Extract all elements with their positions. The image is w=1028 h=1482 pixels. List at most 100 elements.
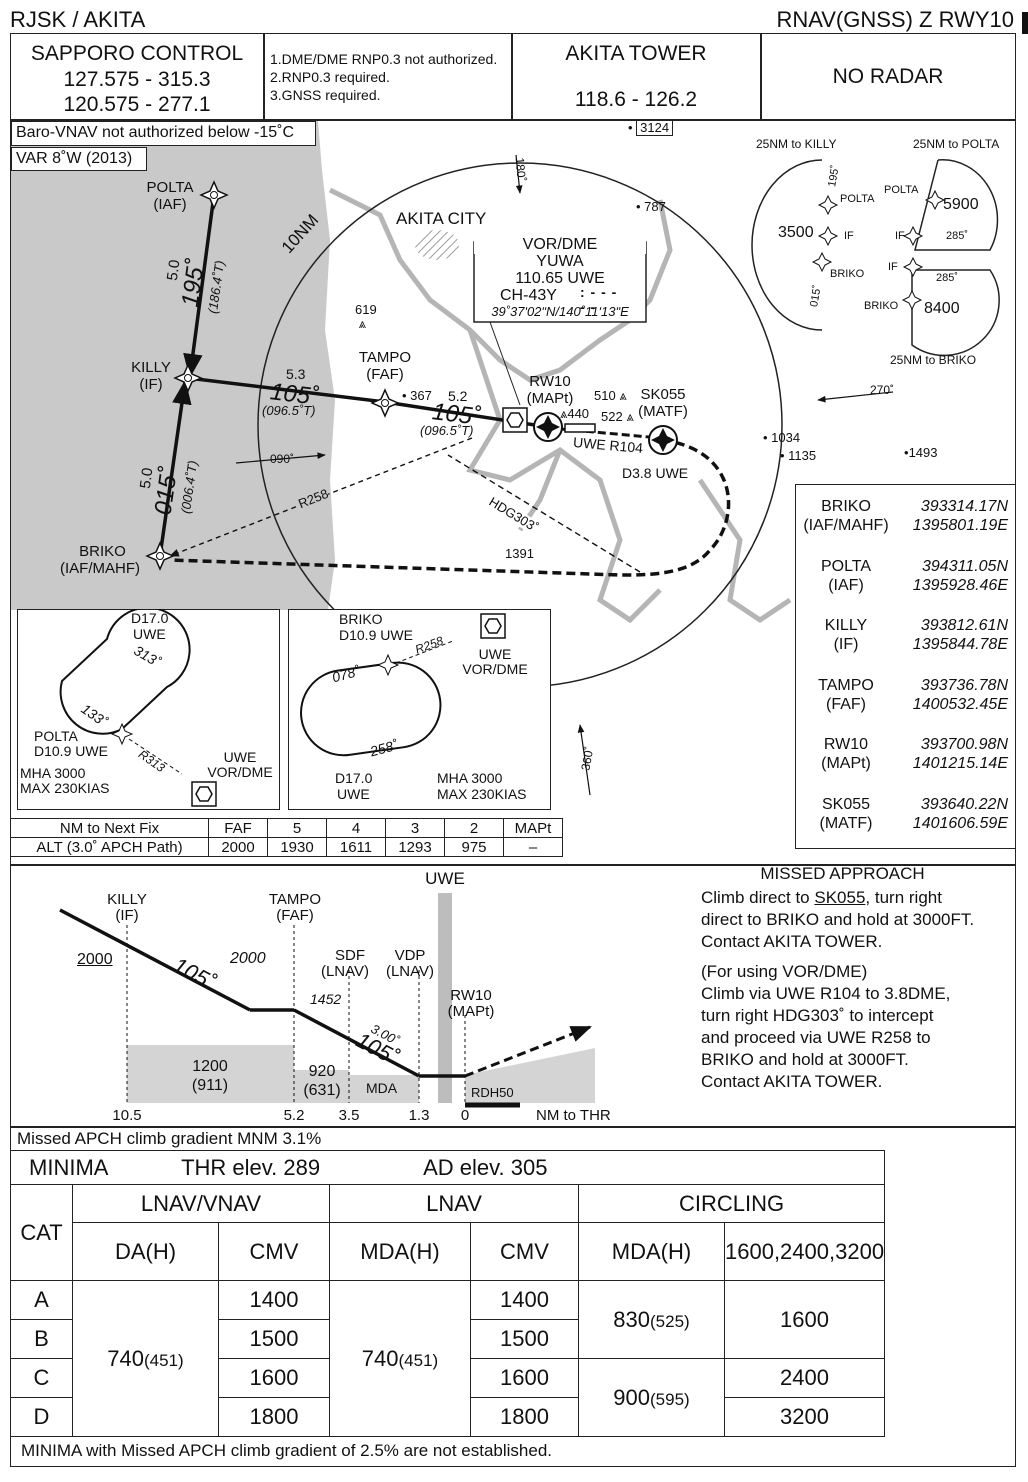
- bearing-180: 180˚: [512, 156, 529, 183]
- msa-alt-3500: 3500: [778, 224, 814, 241]
- waypoint-role: (MAPt): [821, 755, 871, 772]
- morse-code: : - - -- -: [580, 284, 618, 316]
- waypoint-coords-box: [795, 484, 1016, 849]
- msa-alt-5900: 5900: [943, 196, 979, 213]
- waypoint-lat: 393736.78N: [920, 676, 1008, 694]
- baro-note: Baro-VNAV not authorized below -15˚C: [16, 124, 295, 141]
- lnav-cmv: 1400: [470, 1280, 579, 1320]
- waypoint-killy: [173, 363, 203, 393]
- waypoint-lat: 393812.61N: [920, 617, 1008, 634]
- spot-510: 510 ⩓: [594, 388, 627, 403]
- waypoint-polta: [199, 180, 229, 210]
- profile-rw10-role: (MAPt): [447, 1003, 495, 1020]
- profile-graphics: [59, 893, 595, 1108]
- baro-note-box: [11, 121, 316, 146]
- lnav-cmv: 1600: [470, 1358, 579, 1398]
- missed-p2-l6: Contact AKITA TOWER.: [701, 1072, 883, 1091]
- circling-header: CIRCLING: [577, 1184, 886, 1223]
- cat-a: A: [10, 1280, 73, 1320]
- var-note: VAR 8˚W (2013): [16, 150, 133, 167]
- hold1-uwe: UWE: [133, 626, 166, 642]
- comms-divider: [511, 33, 513, 120]
- comms-divider: [760, 33, 762, 120]
- minima-footer: MINIMA with Missed APCH climb gradient o…: [21, 1441, 553, 1460]
- dist-35: 3.5: [338, 1107, 360, 1124]
- waypoint-lon: 1401215.14E: [912, 755, 1008, 772]
- hold1-vor1: UWE: [223, 749, 257, 765]
- ad-elev: AD elev. 305: [423, 1154, 548, 1180]
- alt-head: 3: [385, 818, 445, 838]
- dist-0: 0: [460, 1107, 470, 1124]
- nm-to-thr: NM to THR: [536, 1107, 611, 1124]
- city-label: AKITA CITY: [396, 209, 487, 228]
- profile-obs-1b: (911): [191, 1077, 229, 1094]
- da-header: DA(H): [72, 1222, 219, 1281]
- msa-polta-title: 25NM to POLTA: [913, 137, 1000, 151]
- hold2-max: MAX 230KIAS: [437, 786, 527, 802]
- profile-killy-role: (IF): [115, 907, 139, 924]
- missed-title: MISSED APPROACH: [760, 864, 925, 883]
- note-2: 2.RNP0.3 required.: [270, 69, 390, 85]
- alt-head: MAPt: [503, 818, 563, 838]
- msa-briko-2: BRIKO: [864, 300, 899, 312]
- alt-head: FAF: [208, 818, 268, 838]
- fix-rw10: RW10: [529, 373, 571, 390]
- lnav-cmv: 1800: [470, 1397, 579, 1437]
- hold2-briko: BRIKO: [339, 611, 383, 627]
- mda-header: MDA(H): [329, 1222, 471, 1281]
- sea-area: [11, 121, 335, 610]
- plan-view-graphics: [11, 121, 1000, 796]
- msa-if-2: IF: [895, 230, 905, 242]
- hold1-vor2: VOR/DME: [207, 764, 273, 780]
- cat-b: B: [10, 1319, 73, 1359]
- minima-table: MINIMA THR elev. 289 AD elev. 305 CAT LN…: [9, 1150, 886, 1437]
- leg-tampo-rw-dist: 5.2: [448, 388, 468, 404]
- hold1-max: MAX 230KIAS: [20, 780, 110, 796]
- spot-619: 619 ⩓: [355, 302, 377, 332]
- msa-polta: [914, 159, 999, 251]
- lnav-vnav-cmv: 1800: [218, 1397, 330, 1437]
- hold-inset-polta: [17, 609, 280, 810]
- waypoint-lat: 394311.05N: [922, 557, 1008, 575]
- profile-sdf-sub: (LNAV): [320, 963, 370, 980]
- cmv-header: CMV: [218, 1222, 330, 1281]
- waypoint-role: (IAF): [828, 576, 864, 594]
- fix-tampo-role: (FAF): [366, 366, 404, 383]
- missed-p2-l3: turn right HDG303˚ to intercept: [701, 1006, 934, 1025]
- circling-vis-d: 3200: [723, 1397, 886, 1437]
- msa-if-1: IF: [844, 230, 854, 242]
- fix-polta-role: (IAF): [153, 196, 187, 213]
- waypoint-lon: 1395844.78E: [912, 636, 1008, 653]
- tower-freq: 118.6 - 126.2: [574, 88, 698, 111]
- waypoint-name: POLTA: [820, 557, 872, 575]
- profile-rdh: RDH50: [471, 1085, 514, 1100]
- waypoint-lat: 393314.17N: [920, 498, 1008, 515]
- airport-title: RJSK / AKITA: [10, 7, 146, 32]
- alt-row2-label: ALT (3.0˚ APCH Path): [10, 837, 209, 857]
- alt-value: 1293: [385, 837, 445, 857]
- missed-p1-l1: Climb direct to SK055, turn right: [701, 888, 942, 907]
- spot-367: • 367: [402, 388, 432, 403]
- waypoint-role: (FAF): [826, 695, 866, 713]
- hold-polta-graphics: [59, 609, 217, 807]
- hold2-d17: D17.0: [335, 770, 373, 786]
- alt-head: 4: [326, 818, 386, 838]
- thr-elev: THR elev. 289: [181, 1154, 321, 1180]
- comms-box: [10, 33, 1016, 120]
- cat-d: D: [10, 1397, 73, 1437]
- vor-box-coord: 39˚37ʹ02ʺN/140˚11ʹ13ʺE: [491, 304, 629, 319]
- spot-3124: • 3124: [628, 119, 674, 136]
- lnav-vnav-cmv: 1400: [218, 1280, 330, 1320]
- msa-polta: POLTA: [840, 193, 875, 205]
- hold2-mha: MHA 3000: [437, 770, 503, 786]
- leg-tampo-rw-true: (096.5˚T): [420, 423, 474, 438]
- vor-info-box: [473, 241, 647, 323]
- minima-title: MINIMA: [29, 1154, 108, 1180]
- msa-killy-title: 25NM to KILLY: [756, 137, 837, 151]
- spot-522: 522 ⩓: [601, 409, 634, 424]
- lnav-mda: 740(451): [329, 1280, 471, 1437]
- waypoint-lat: 393700.98N: [920, 736, 1008, 753]
- fix-polta: POLTA: [146, 179, 194, 196]
- waypoint-role: (MATF): [819, 814, 873, 832]
